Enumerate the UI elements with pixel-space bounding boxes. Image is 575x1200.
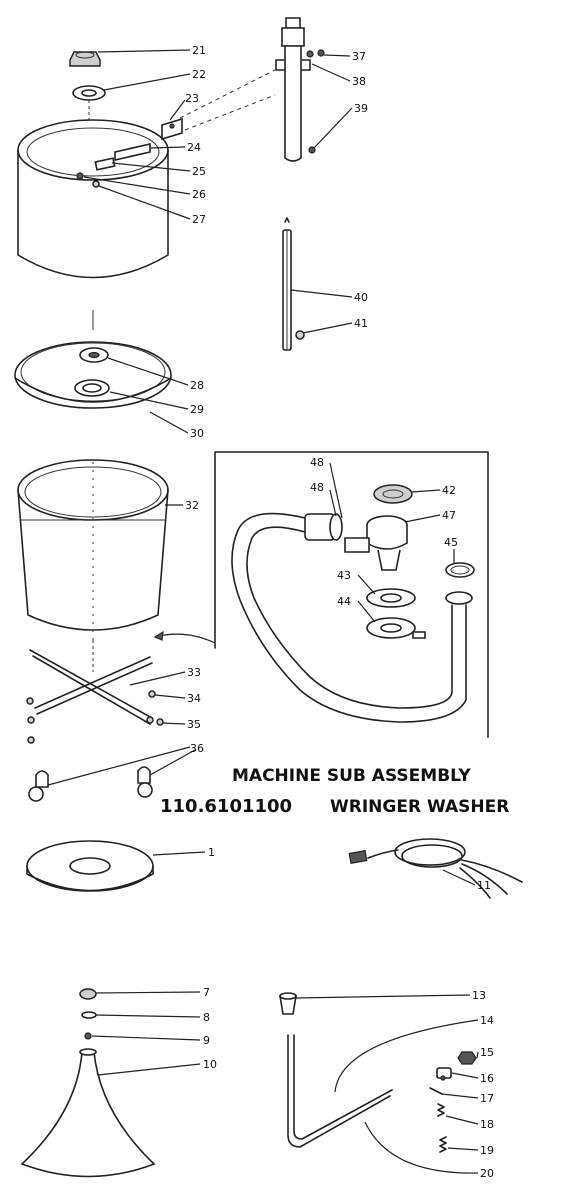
callout-33: 33 [187,666,201,679]
callout-8: 8 [203,1011,210,1024]
part-15-nut [457,1051,477,1065]
part-29-washer [74,379,110,397]
callout-42: 42 [442,484,456,497]
callout-7: 7 [203,986,210,999]
part-23-bracket [161,117,183,141]
callout-16: 16 [480,1072,494,1085]
callout-28: 28 [190,379,204,392]
leader-lines [47,49,479,1174]
part-8-washer [81,1011,97,1019]
callout-9: 9 [203,1034,210,1047]
part-wringer-post [275,17,314,162]
part-48-coupling [304,513,343,541]
callout-36: 36 [190,742,204,755]
part-37-screw [317,49,325,57]
part-10-pedestal [20,1048,156,1178]
callout-14: 14 [480,1014,494,1027]
callout-48-lower: 48 [310,481,324,494]
part-hose-loop [231,512,467,723]
callout-22: 22 [192,68,206,81]
model-number: 110.6101100 [160,796,292,817]
part-18-spring [437,1103,445,1117]
callout-20: 20 [480,1167,494,1180]
part-44-gasket [366,617,426,639]
callout-45: 45 [444,536,458,549]
callout-47: 47 [442,509,456,522]
inset-frame [214,451,489,738]
callout-34: 34 [187,692,201,705]
callout-19: 19 [480,1144,494,1157]
part-47-pump [344,515,408,571]
part-17-pin [429,1087,443,1095]
part-21-cap [69,51,101,67]
part-19-spring [439,1136,447,1153]
callout-18: 18 [480,1118,494,1131]
part-43-gasket [366,588,416,608]
part-35-foot-bolts [26,697,164,744]
callout-29: 29 [190,403,204,416]
callout-40: 40 [354,291,368,304]
callout-13: 13 [472,989,486,1002]
callout-37: 37 [352,50,366,63]
part-27-screw [92,180,100,188]
callout-1: 1 [208,846,215,859]
callout-15: 15 [480,1046,494,1059]
part-36-casters [28,766,153,802]
callout-11: 11 [477,879,491,892]
part-33-cross-brace [29,649,153,725]
callout-23: 23 [185,92,199,105]
part-45-clamp [445,562,475,578]
part-13-knob [279,992,297,1015]
part-25-nut [94,157,116,171]
part-30-lid [14,341,172,409]
part-34-bolt [148,690,156,698]
part-22-washer [72,85,106,101]
part-40-rod [282,217,292,351]
callout-39: 39 [354,102,368,115]
callout-41: 41 [354,317,368,330]
part-7-cap [79,988,97,1000]
diagram-title: MACHINE SUB ASSEMBLY [232,766,471,786]
callout-43: 43 [337,569,351,582]
part-9-nut [84,1032,92,1040]
callout-38: 38 [352,75,366,88]
callout-27: 27 [192,213,206,226]
part-11-power-cord [348,838,523,899]
callout-48-upper: 48 [310,456,324,469]
callout-24: 24 [187,141,201,154]
part-1-base-disc [26,840,154,892]
callout-26: 26 [192,188,206,201]
callout-32: 32 [185,499,199,512]
product-name: WRINGER WASHER [330,797,509,817]
callout-21: 21 [192,44,206,57]
part-41-nut [295,330,305,340]
callout-labels: 21 22 23 24 25 26 27 37 38 39 40 41 28 2… [185,44,494,1180]
callout-35: 35 [187,718,201,731]
callout-25: 25 [192,165,206,178]
part-tub-outer [17,119,169,279]
part-28-seal [79,347,109,363]
callout-17: 17 [480,1092,494,1105]
part-32-basket [17,459,169,640]
callout-44: 44 [337,595,351,608]
part-42-screen [373,484,413,504]
part-16-collar [436,1067,452,1081]
callout-10: 10 [203,1058,217,1071]
part-39-nut [308,146,316,154]
callout-30: 30 [190,427,204,440]
part-14-handle-rod [287,1034,393,1148]
part-26-screw [76,172,84,180]
part-24-clamp [114,142,151,162]
part-outlet-pipe [445,591,473,605]
